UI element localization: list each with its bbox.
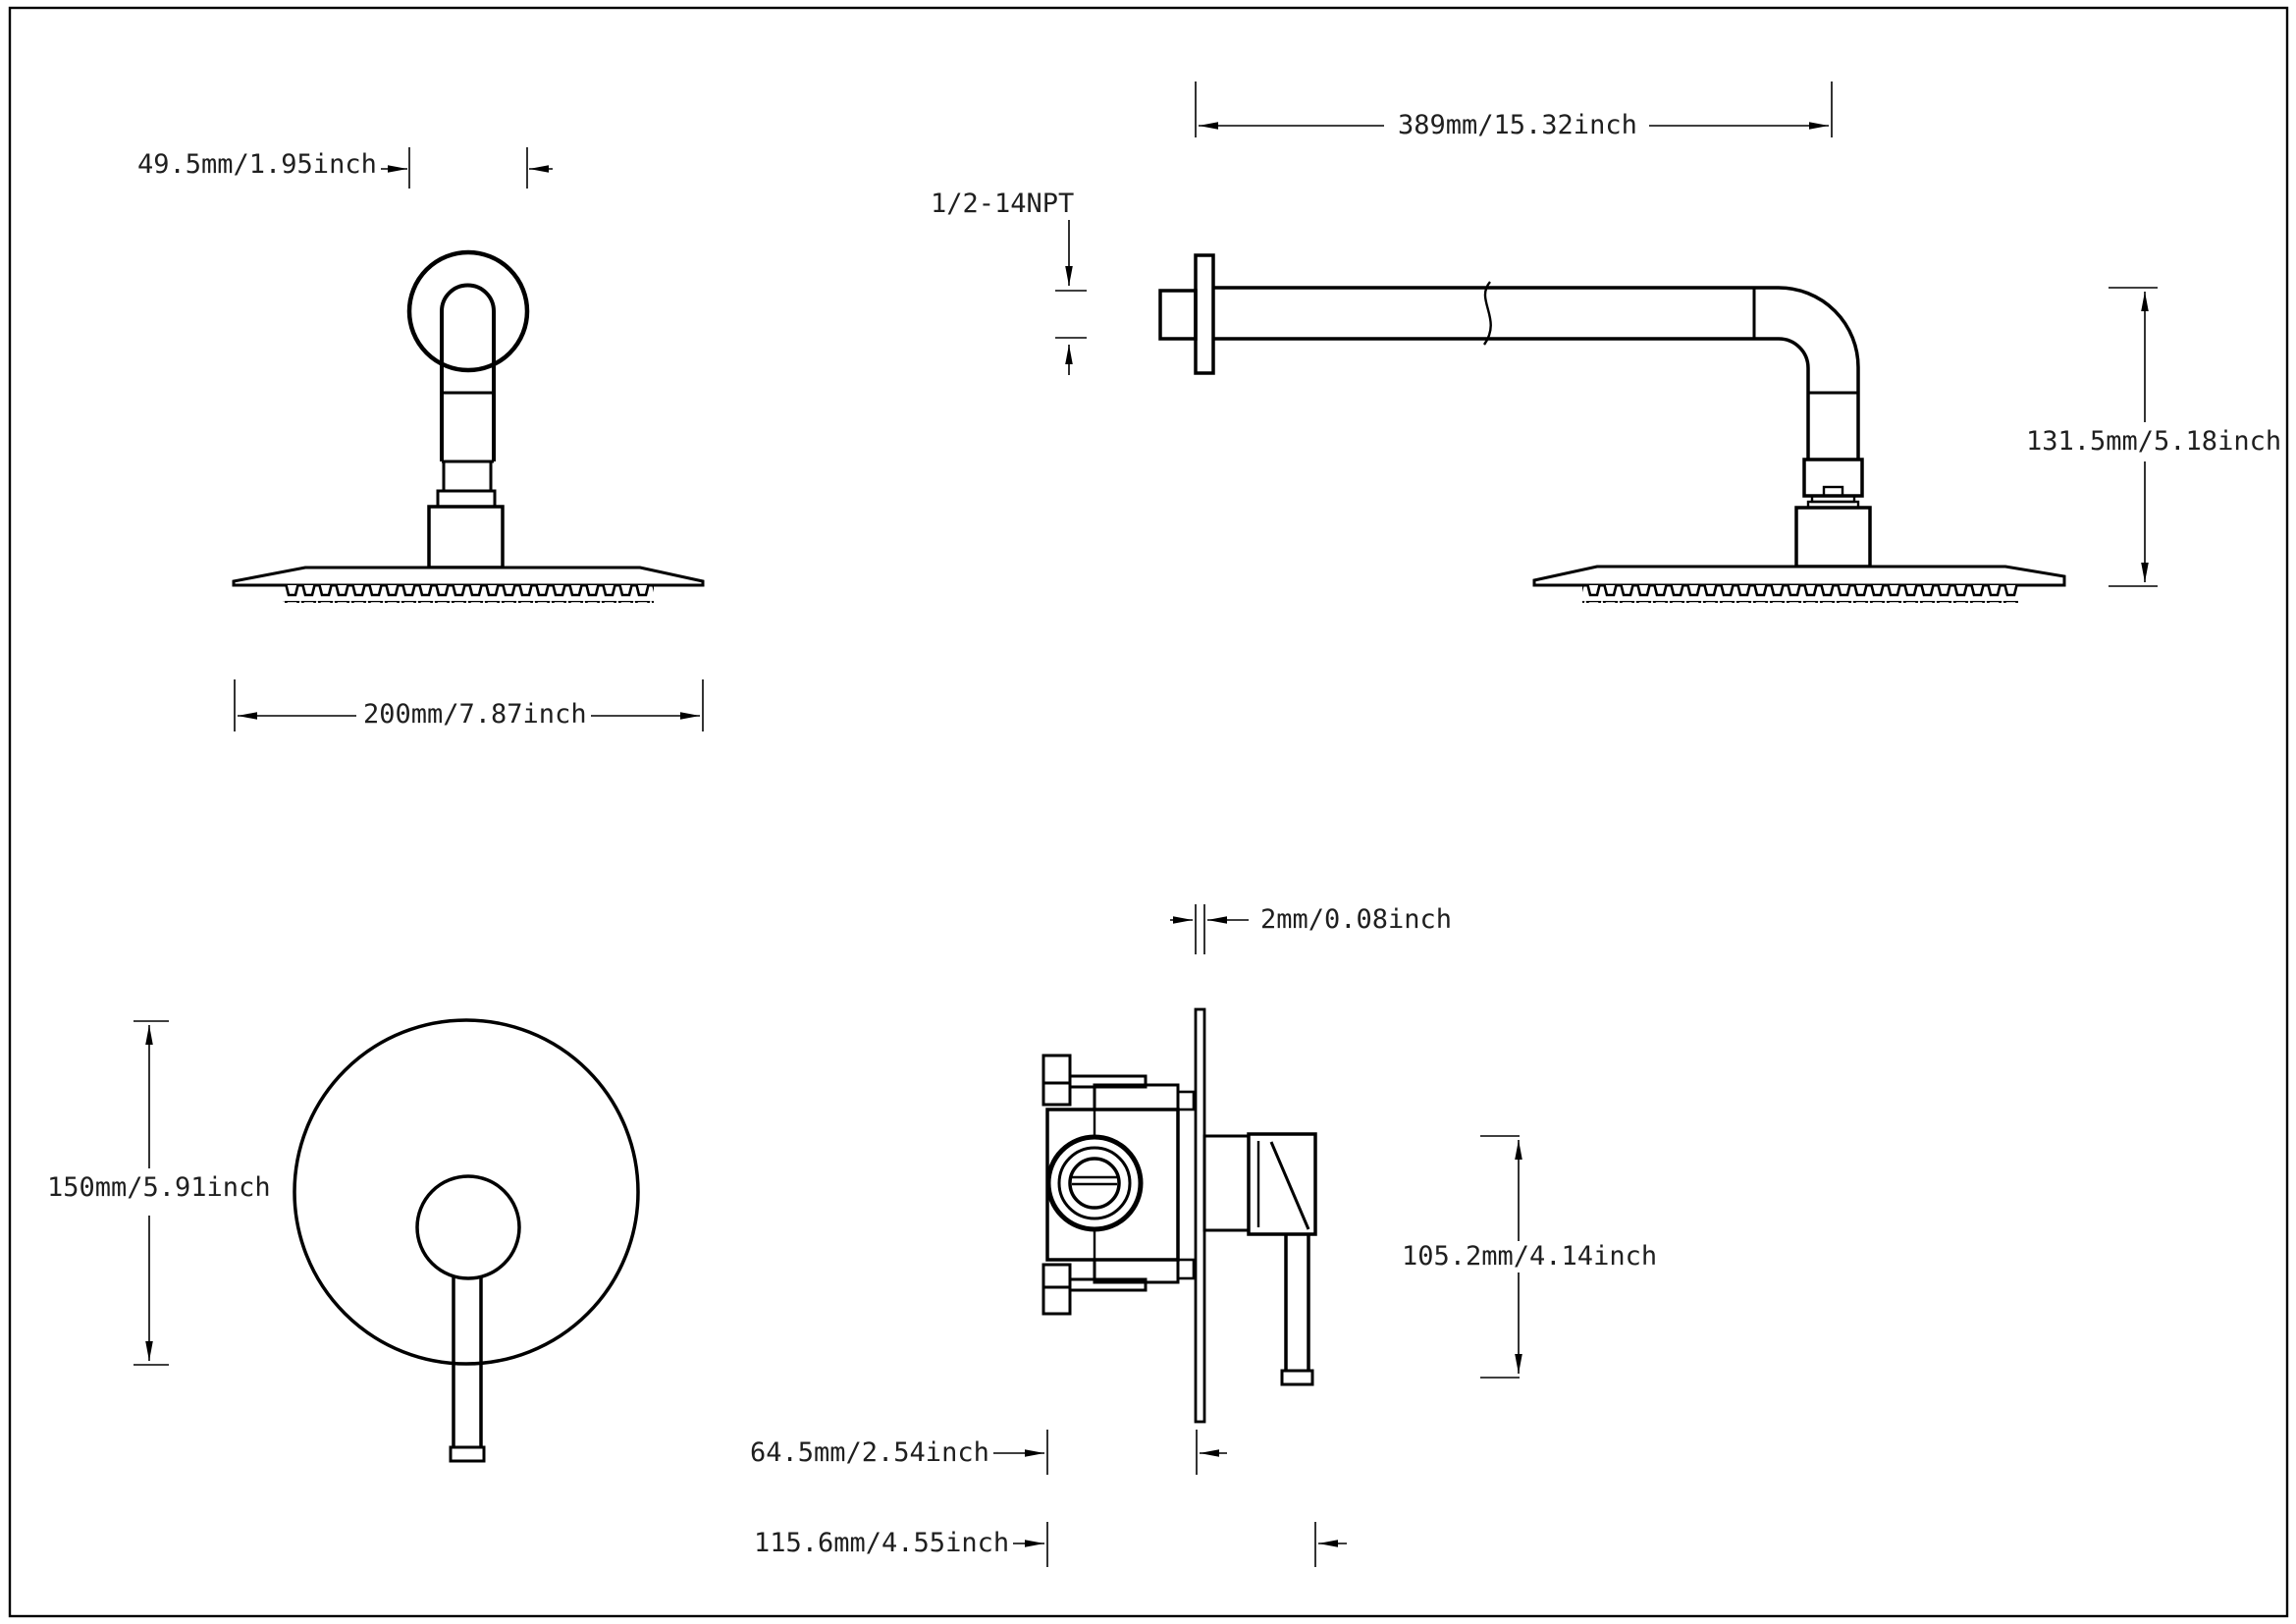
swivel-collar [436,489,497,509]
elbow-outer-arc [1778,286,1860,368]
head-mount-block [427,505,505,569]
dim-head-drop-lines [2109,287,2158,587]
mounting-bracket-bottom [1041,1263,1072,1289]
trim-plate-circle [293,1018,640,1366]
cartridge-housing [1202,1134,1251,1232]
spray-nozzles [283,585,654,603]
valve-front-view [293,1018,640,1463]
head-mount-block [1794,506,1872,568]
inlet-port-outer [1045,1134,1144,1232]
dim-handle-span-lines [1480,1135,1522,1379]
dim-plate-diameter: 150mm/5.91inch [43,1172,275,1204]
elbow-inner-arc [1778,337,1810,369]
spray-nozzles [1582,585,2018,603]
handle-hub-circle [415,1174,521,1280]
handle-end-cap [1280,1369,1314,1386]
lever-edge [1269,1141,1310,1230]
dim-plate-diameter-lines [133,1020,169,1366]
handle-end-cap [449,1445,486,1463]
break-line [1483,281,1492,346]
sheet-border [8,6,2289,1618]
dim-flange-diameter: 49.5mm/1.95inch [133,149,381,181]
dim-body-depth-lines [985,1430,1227,1475]
arm-tube-arc [440,283,496,312]
wall-flange-edge [1194,253,1215,375]
dim-plate-thickness: 2mm/0.08inch [1256,904,1457,936]
npt-thread-nipple [1158,289,1198,341]
dim-flange-diameter-lines [371,147,553,189]
swivel-collar [1802,458,1864,498]
dim-overall-depth-lines [997,1522,1347,1567]
dim-head-width-lines [234,679,704,731]
dim-arm-length-lines [1195,81,1833,137]
valve-side-view [1041,1007,1317,1424]
dim-plate-thickness-lines [1170,904,1249,954]
mounting-bracket-top [1041,1054,1072,1085]
dim-arm-length: 389mm/15.32inch [1394,110,1641,141]
spray-plate [1532,565,2066,587]
dim-head-width: 200mm/7.87inch [359,699,591,731]
showerhead-side-view [1158,253,2066,603]
inlet-port-inner [1068,1157,1121,1210]
dim-head-drop-height: 131.5mm/5.18inch [2022,426,2286,458]
dim-thread-spec: 1/2-14NPT [927,189,1079,220]
dim-thread-leader-lines [1055,208,1087,375]
wall-flange-circle [406,249,530,373]
dim-handle-span: 105.2mm/4.14inch [1398,1241,1662,1272]
showerhead-front-view [232,249,705,603]
dim-overall-depth: 115.6mm/4.55inch [750,1528,1014,1559]
spray-plate [232,566,705,587]
handle-hub [1247,1132,1317,1236]
dim-valve-body-depth: 64.5mm/2.54inch [746,1437,993,1469]
